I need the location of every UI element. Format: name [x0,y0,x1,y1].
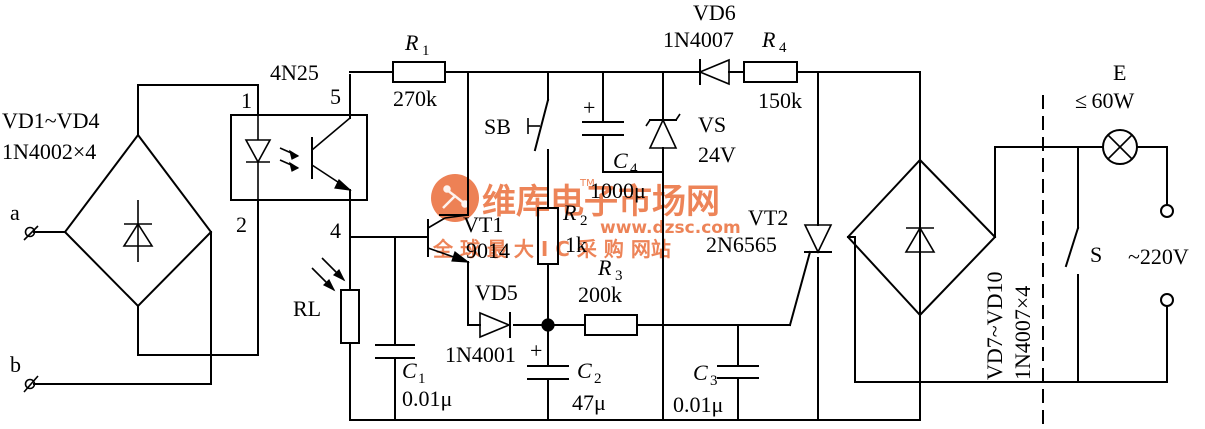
junction-dot [541,318,555,332]
watermark-url: www.dzsc.com [600,218,741,238]
push-button-sb: SB [484,98,550,152]
r3-sub: 3 [615,268,623,284]
photoresistor-rl: RL [293,257,360,344]
rl-ref: RL [293,296,321,321]
r1-sub: 1 [422,43,430,59]
vt1-ref: VT1 [463,212,503,237]
c3-ref: C [693,360,708,385]
vs-ref: VS [698,112,726,137]
c3-value: 0.01μ [673,392,723,417]
terminal-b-label: b [10,352,21,377]
zener-diode-vs: VS 24V [645,112,736,167]
thyristor-vt2: VT2 2N6565 [706,205,833,257]
c4-polarity: + [583,95,595,120]
mains-terminals: ~220V [1128,204,1189,383]
c1-ref: C [402,358,417,383]
vs-value: 24V [698,142,736,167]
r3-value: 200k [578,282,622,307]
bridge-rectifier-vd1-vd4: VD1~VD4 1N4002×4 [2,84,259,356]
diode-vd5: VD5 1N4001 [445,280,518,367]
watermark-slogan: 全 球 最 大 I C 采 购 网站 [432,237,671,261]
c2-sub: 2 [594,371,602,387]
mains-value: ~220V [1128,244,1189,269]
vt2-value: 2N6565 [706,232,777,257]
vd5-value: 1N4001 [445,342,516,367]
optocoupler-pin5: 5 [330,84,341,109]
transistor-vt1: VT1 9014 [427,212,510,263]
c3-sub: 3 [710,373,718,389]
capacitor-c4: + C 4 1000μ [582,95,646,203]
watermark-brand: 维库电子市场网 [482,182,720,222]
lamp-ref: E [1113,60,1126,85]
r4-value: 150k [758,88,802,113]
vd1-vd4-ref: VD1~VD4 [2,108,99,133]
r1-ref: R [404,30,419,55]
sb-ref: SB [484,114,511,139]
capacitor-c1: C 1 0.01μ [375,344,452,411]
r1-value: 270k [393,86,437,111]
r2-value: 1k [565,232,587,257]
c1-value: 0.01μ [402,386,452,411]
vt2-ref: VT2 [748,205,788,230]
vd7-vd10-value: 1N4007×4 [1010,286,1035,380]
terminal-b: b [10,231,212,393]
optocoupler-pin4: 4 [330,218,341,243]
vd5-ref: VD5 [475,280,518,305]
c1-sub: 1 [418,371,426,387]
c4-ref: C [613,148,628,173]
lamp-e: E ≤ 60W [1075,60,1168,206]
diode-vd6: VD6 1N4007 [663,0,736,86]
c2-ref: C [577,358,592,383]
vt1-value: 9014 [466,238,510,263]
bridge-rectifier-vd7-vd10: VD7~VD10 1N4007×4 [846,71,1168,383]
r2-sub: 2 [580,213,588,229]
vd6-ref: VD6 [693,0,736,25]
vd7-vd10-ref: VD7~VD10 [982,272,1007,380]
vd6-value: 1N4007 [663,27,734,52]
optocoupler-ref: 4N25 [270,60,319,85]
resistor-r1: R 1 270k [392,30,446,111]
optocoupler-4n25: 4N25 1 2 5 4 [230,60,368,243]
capacitor-c2: + C 2 47μ [527,338,606,415]
r2-ref: R [562,200,577,225]
watermark-tm: TM [579,178,595,189]
resistor-r4: R 4 150k [743,27,802,113]
lamp-value: ≤ 60W [1075,88,1134,113]
terminal-a: a [10,200,66,241]
watermark: 维库电子市场网 TM www.dzsc.com 全 球 最 大 I C 采 购 … [431,174,741,261]
optocoupler-pin2: 2 [236,212,247,237]
c2-value: 47μ [572,390,606,415]
c2-polarity: + [530,338,542,363]
vd1-vd4-value: 1N4002×4 [2,139,96,164]
switch-s: S [1064,146,1102,383]
resistor-r2: R 2 1k [537,200,588,265]
capacitor-c3: C 3 0.01μ [673,360,759,417]
r4-ref: R [761,27,776,52]
c4-value: 1000μ [590,178,646,203]
c4-sub: 4 [630,161,638,177]
optocoupler-pin1: 1 [241,88,252,113]
resistor-r3: R 3 200k [578,255,638,336]
terminal-a-label: a [10,200,20,225]
r3-ref: R [597,255,612,280]
switch-s-ref: S [1090,242,1102,267]
r4-sub: 4 [779,40,787,56]
